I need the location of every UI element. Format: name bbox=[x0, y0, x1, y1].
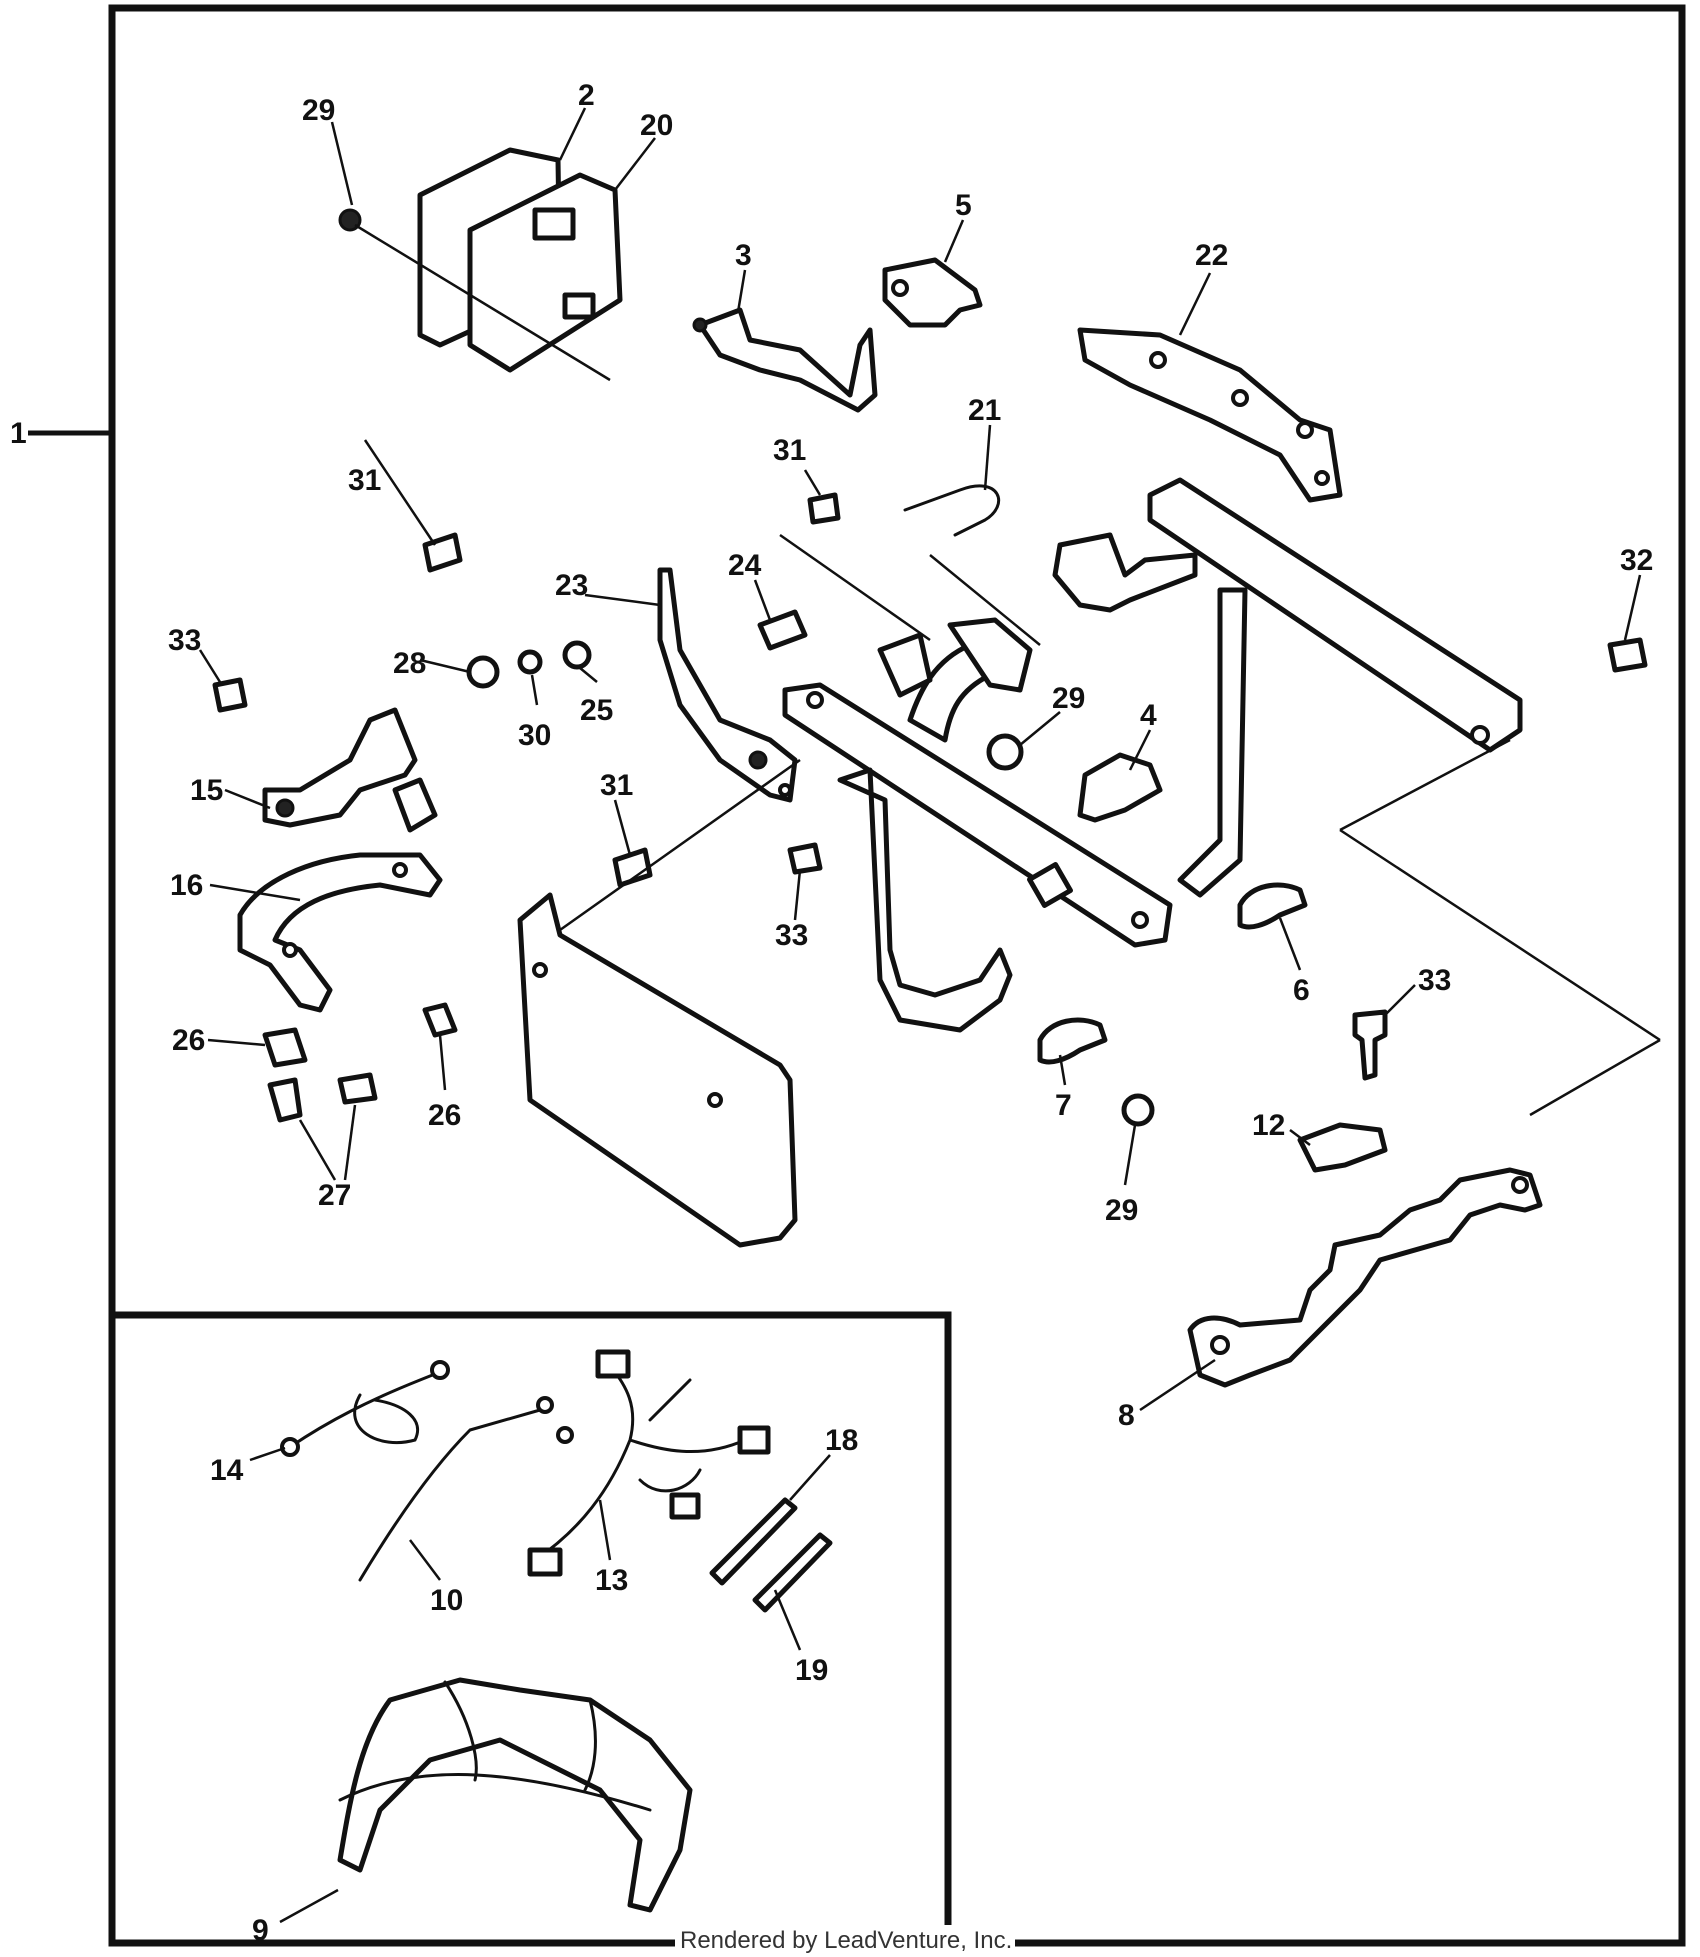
callout: 15 bbox=[190, 774, 223, 807]
part-screw-27 bbox=[267, 1077, 303, 1123]
part-bolt-33-right bbox=[1352, 1009, 1388, 1081]
assembly-label: 1 bbox=[10, 417, 27, 450]
callout: 26 bbox=[172, 1024, 205, 1057]
part-harness-13 bbox=[533, 1363, 747, 1562]
callout: 13 bbox=[595, 1564, 628, 1597]
part-washer-25 bbox=[562, 640, 592, 670]
part-cover-9 bbox=[337, 1677, 693, 1913]
callout: 10 bbox=[430, 1584, 463, 1617]
part-clip-12 bbox=[1297, 1122, 1388, 1173]
part-nut-29-mid bbox=[986, 733, 1024, 771]
callout: 9 bbox=[252, 1914, 269, 1947]
part-grommet-26-right bbox=[422, 1002, 458, 1038]
callout: 25 bbox=[580, 694, 613, 727]
part-clip-6 bbox=[1237, 882, 1308, 930]
callout: 32 bbox=[1620, 544, 1653, 577]
callout: 20 bbox=[640, 109, 673, 142]
callout: 16 bbox=[170, 869, 203, 902]
callout: 31 bbox=[600, 769, 633, 802]
callouts: 29 2 20 5 3 22 21 31 31 23 24 32 33 28 3… bbox=[168, 79, 1653, 1947]
part-bracket-23 bbox=[657, 567, 798, 803]
part-main-frame bbox=[782, 477, 1523, 1033]
part-bolt-31-mid bbox=[807, 492, 841, 525]
callout: 2 bbox=[578, 79, 595, 112]
callout: 28 bbox=[393, 647, 426, 680]
part-rod-19 bbox=[752, 1532, 833, 1613]
callout: 33 bbox=[168, 624, 201, 657]
part-clamp-4 bbox=[1077, 752, 1163, 823]
part-bolt-24 bbox=[757, 609, 808, 651]
callout: 4 bbox=[1140, 699, 1157, 732]
leader-lines bbox=[198, 107, 1661, 1924]
part-plate-16 bbox=[237, 852, 443, 1013]
part-bracket-3 bbox=[697, 307, 878, 413]
part-bolt-33-left bbox=[212, 677, 248, 713]
part-bolt-32 bbox=[1607, 637, 1648, 673]
callout: 31 bbox=[773, 434, 806, 467]
part-clamp-5 bbox=[882, 257, 983, 328]
part-nut-29-bottom bbox=[1121, 1093, 1155, 1127]
part-wire-14 bbox=[288, 1370, 442, 1449]
part-washer-30 bbox=[517, 649, 543, 675]
part-clip-7 bbox=[1037, 1017, 1108, 1065]
callout: 18 bbox=[825, 1424, 858, 1457]
callout: 30 bbox=[518, 719, 551, 752]
part-bracket-15 bbox=[262, 707, 418, 828]
part-ubolt-21 bbox=[903, 484, 1001, 537]
part-bolt-33-mid bbox=[787, 842, 823, 875]
callout: 21 bbox=[968, 394, 1001, 427]
callout: 6 bbox=[1293, 974, 1310, 1007]
part-bolt-31-left bbox=[422, 532, 463, 573]
part-arm-8 bbox=[1187, 1167, 1543, 1388]
callout: 23 bbox=[555, 569, 588, 602]
callout: 33 bbox=[1418, 964, 1451, 997]
callout: 22 bbox=[1195, 239, 1228, 272]
callout: 8 bbox=[1118, 1399, 1135, 1432]
callout: 19 bbox=[795, 1654, 828, 1687]
part-cable-10 bbox=[358, 1408, 542, 1582]
callout: 3 bbox=[735, 239, 752, 272]
callout: 12 bbox=[1252, 1109, 1285, 1142]
part-screw-27-lower bbox=[337, 1072, 378, 1105]
callout: 5 bbox=[955, 189, 972, 222]
part-nut-28 bbox=[466, 655, 500, 689]
footer-watermark: Rendered by LeadVenture, Inc. bbox=[680, 1927, 1012, 1954]
part-shield-plate bbox=[517, 892, 798, 1248]
part-arm-22 bbox=[1077, 327, 1343, 503]
callout: 33 bbox=[775, 919, 808, 952]
callout: 27 bbox=[318, 1179, 351, 1212]
callout: 31 bbox=[348, 464, 381, 497]
callout: 29 bbox=[1052, 682, 1085, 715]
part-rod-18 bbox=[709, 1497, 798, 1586]
part-bolt-31-lower bbox=[612, 847, 653, 888]
callout: 24 bbox=[728, 549, 762, 582]
callout: 29 bbox=[302, 94, 335, 127]
inset-frame bbox=[112, 1311, 952, 1943]
callout: 26 bbox=[428, 1099, 461, 1132]
callout: 14 bbox=[210, 1454, 244, 1487]
callout: 7 bbox=[1055, 1089, 1072, 1122]
callout: 29 bbox=[1105, 1194, 1138, 1227]
part-battery-box bbox=[417, 147, 623, 373]
part-grommet-26 bbox=[262, 1027, 308, 1068]
